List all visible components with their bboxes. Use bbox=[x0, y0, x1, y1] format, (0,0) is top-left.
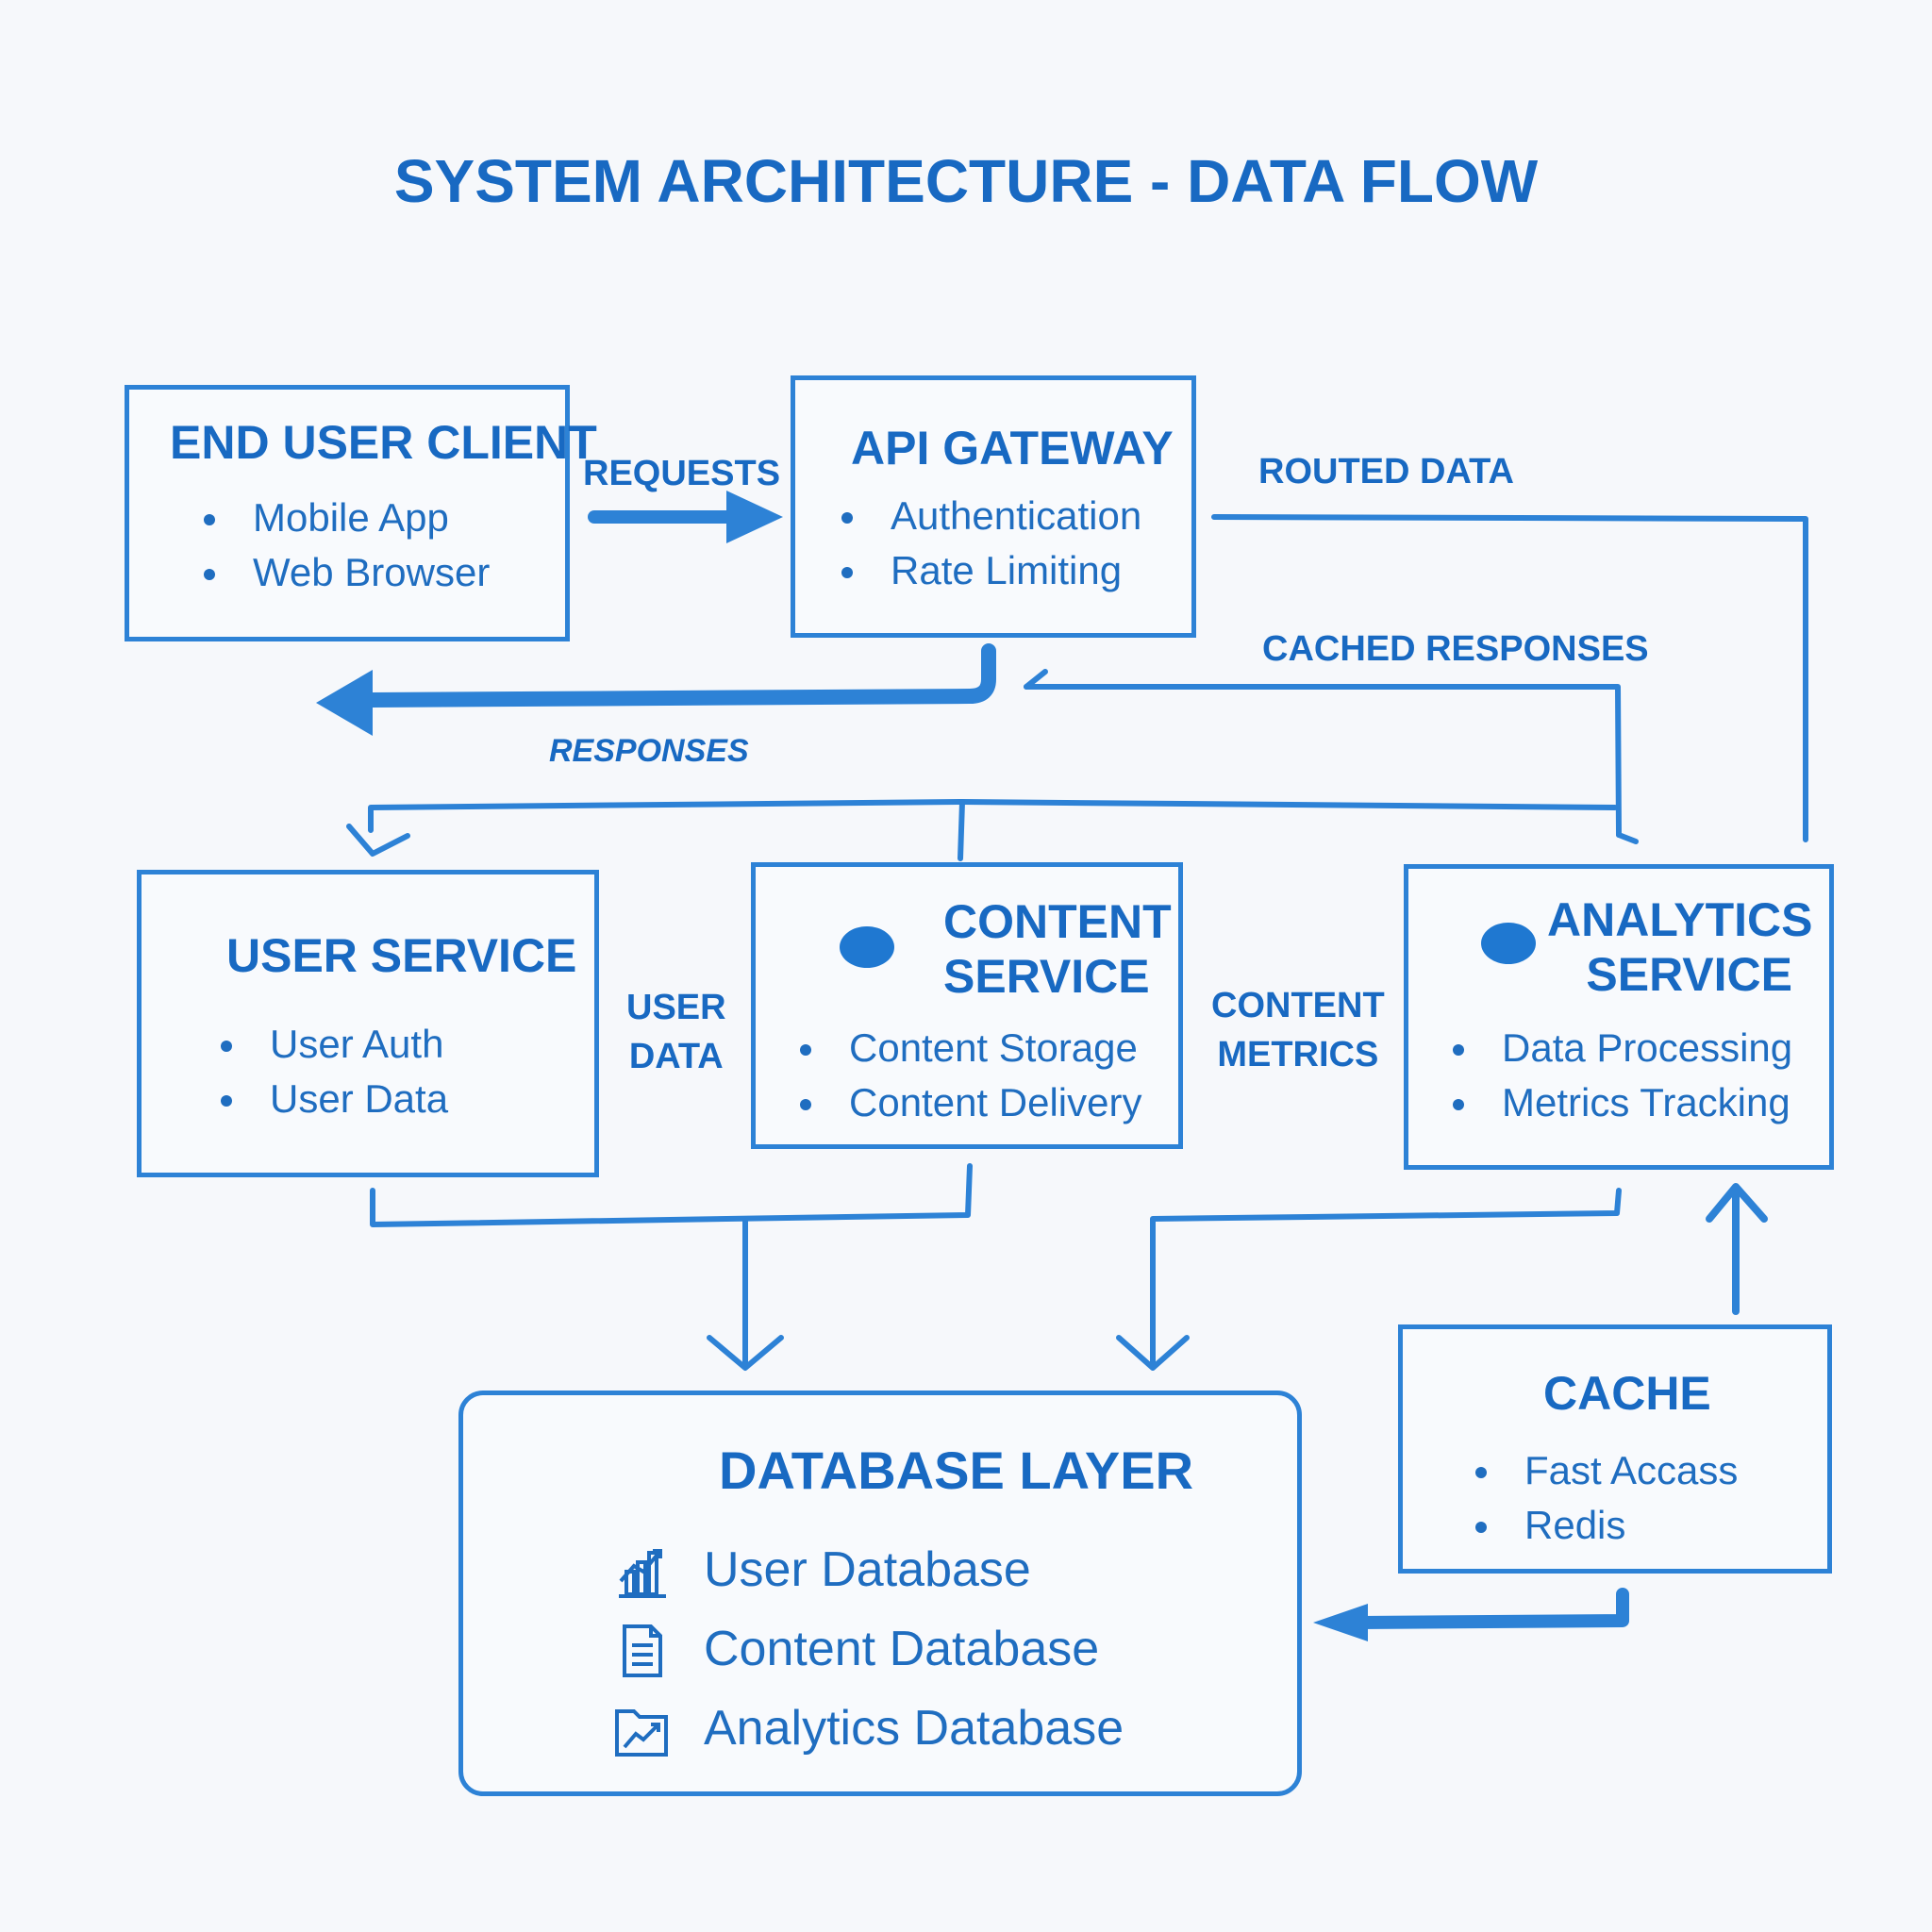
list-item: Analytics Database bbox=[613, 1689, 1124, 1768]
cached-responses-line bbox=[1024, 684, 1622, 838]
list-item: User Database bbox=[613, 1530, 1124, 1609]
cache-title: CACHE bbox=[1543, 1367, 1711, 1420]
list-item: Rate Limiting bbox=[834, 543, 1141, 598]
list-item: Web Browser bbox=[196, 545, 490, 600]
end-user-client-title: END USER CLIENT bbox=[170, 416, 597, 469]
analytics-service-title: ANALYTICS SERVICE bbox=[1547, 893, 1813, 1001]
routed-data-line bbox=[1211, 514, 1808, 842]
list-item: Content Delivery bbox=[792, 1075, 1141, 1130]
content-service-dot-icon bbox=[840, 926, 894, 968]
content-service-items: Content Storage Content Delivery bbox=[792, 1021, 1141, 1130]
end-user-client-items: Mobile App Web Browser bbox=[196, 491, 490, 600]
list-item: Mobile App bbox=[196, 491, 490, 545]
document-icon bbox=[623, 1624, 662, 1677]
list-item: Fast Accass bbox=[1468, 1443, 1738, 1498]
database-items: User Database Content Database Analytics… bbox=[613, 1530, 1124, 1768]
user-service-items: User Auth User Data bbox=[213, 1017, 448, 1126]
services-to-db-line bbox=[370, 1163, 973, 1227]
user-service-title: USER SERVICE bbox=[226, 929, 577, 982]
cached-responses-label: CACHED RESPONSES bbox=[1262, 629, 1649, 669]
list-item: Authentication bbox=[834, 489, 1141, 543]
end-user-client-box bbox=[125, 385, 570, 641]
api-gateway-items: Authentication Rate Limiting bbox=[834, 489, 1141, 598]
content-service-title: CONTENT SERVICE bbox=[943, 895, 1172, 1003]
content-metrics-label: CONTENT METRICS bbox=[1211, 986, 1385, 1074]
list-item: Redis bbox=[1468, 1498, 1738, 1553]
cache-to-db-arrow bbox=[1352, 1588, 1629, 1629]
responses-label: RESPONSES bbox=[549, 733, 749, 769]
cache-items: Fast Accass Redis bbox=[1468, 1443, 1738, 1553]
content-service-box bbox=[751, 862, 1183, 1149]
database-layer-box bbox=[458, 1391, 1302, 1796]
list-item: Data Processing bbox=[1445, 1021, 1792, 1075]
list-item: Metrics Tracking bbox=[1445, 1075, 1792, 1130]
requests-label: REQUESTS bbox=[583, 454, 781, 493]
bar-chart-icon bbox=[619, 1549, 666, 1598]
analytics-service-items: Data Processing Metrics Tracking bbox=[1445, 1021, 1792, 1130]
routed-data-label: ROUTED DATA bbox=[1258, 452, 1514, 491]
list-item: User Auth bbox=[213, 1017, 448, 1072]
analytics-service-box bbox=[1404, 864, 1834, 1170]
database-layer-title: DATABASE LAYER bbox=[719, 1441, 1194, 1500]
cache-box bbox=[1398, 1324, 1832, 1574]
list-item: Content Database bbox=[613, 1609, 1124, 1689]
analytics-service-dot-icon bbox=[1481, 923, 1536, 964]
diagram-title: SYSTEM ARCHITECTURE - DATA FLOW bbox=[393, 147, 1539, 215]
api-gateway-box bbox=[791, 375, 1196, 638]
responses-arrow bbox=[365, 643, 996, 708]
distribution-line bbox=[368, 799, 1618, 833]
user-data-label: USER DATA bbox=[626, 988, 726, 1076]
user-service-box bbox=[137, 870, 599, 1177]
line-chart-folder-icon bbox=[615, 1709, 668, 1757]
list-item: Content Storage bbox=[792, 1021, 1141, 1075]
list-item: User Data bbox=[213, 1072, 448, 1126]
api-gateway-title: API GATEWAY bbox=[851, 422, 1174, 475]
